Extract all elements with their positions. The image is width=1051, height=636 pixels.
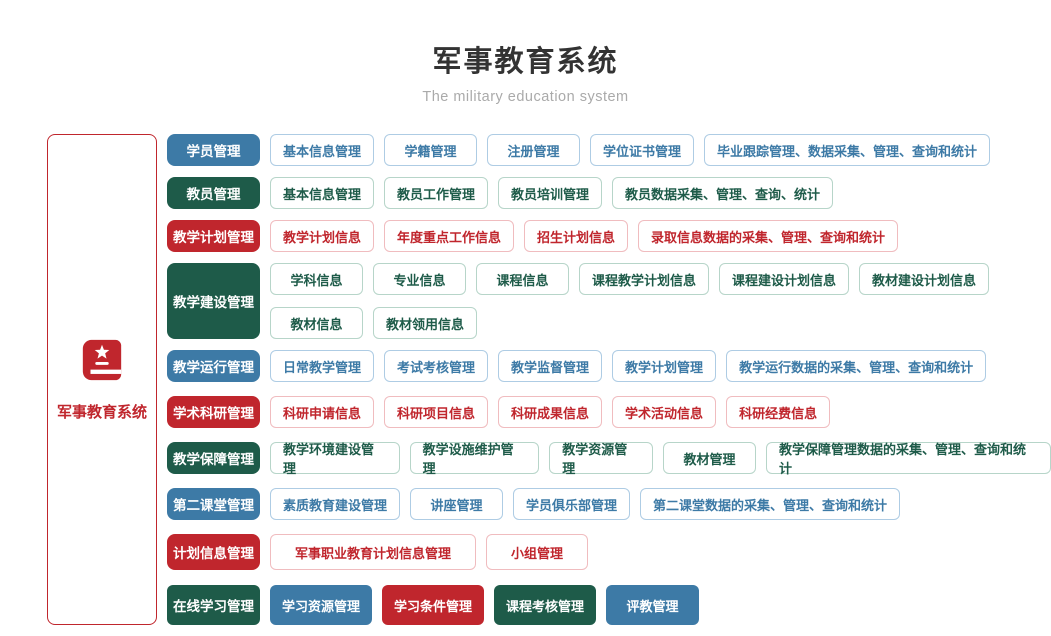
item-research-project-info[interactable]: 科研项目信息 — [384, 396, 489, 428]
item-textbook-info[interactable]: 教材信息 — [270, 307, 363, 339]
item-lecture-management[interactable]: 讲座管理 — [410, 488, 504, 520]
row-teaching-plan-management: 教学计划管理 教学计划信息 年度重点工作信息 招生计划信息 录取信息数据的采集、… — [167, 220, 1051, 252]
root-node-label: 军事教育系统 — [56, 403, 147, 421]
category-academic-research-management[interactable]: 学术科研管理 — [167, 396, 260, 428]
category-teaching-support-management[interactable]: 教学保障管理 — [167, 442, 260, 474]
row-academic-research-management: 学术科研管理 科研申请信息 科研项目信息 科研成果信息 学术活动信息 科研经费信… — [167, 396, 1051, 428]
row-teaching-construction-management: 教学建设管理 学科信息 专业信息 课程信息 课程教学计划信息 课程建设计划信息 … — [167, 263, 1051, 339]
category-online-learning-management[interactable]: 在线学习管理 — [167, 585, 260, 625]
page-subtitle: The military education system — [422, 89, 629, 105]
item-discipline-info[interactable]: 学科信息 — [270, 263, 363, 295]
item-learning-resource-management[interactable]: 学习资源管理 — [270, 585, 373, 625]
item-faculty-training-management[interactable]: 教员培训管理 — [498, 177, 603, 209]
item-second-classroom-data-collection[interactable]: 第二课堂数据的采集、管理、查询和统计 — [640, 488, 901, 520]
page-header: 军事教育系统 The military education system — [0, 0, 1051, 105]
item-admission-data-collection[interactable]: 录取信息数据的采集、管理、查询和统计 — [638, 220, 899, 252]
item-research-funding-info[interactable]: 科研经费信息 — [726, 396, 831, 428]
item-teaching-evaluation-management[interactable]: 评教管理 — [606, 585, 700, 625]
teaching-construction-line-1: 学科信息 专业信息 课程信息 课程教学计划信息 课程建设计划信息 教材建设计划信… — [270, 263, 990, 295]
item-faculty-work-management[interactable]: 教员工作管理 — [384, 177, 489, 209]
category-teaching-operation-management[interactable]: 教学运行管理 — [167, 350, 260, 382]
row-second-classroom-management: 第二课堂管理 素质教育建设管理 讲座管理 学员俱乐部管理 第二课堂数据的采集、管… — [167, 488, 1051, 520]
item-group-management[interactable]: 小组管理 — [486, 534, 589, 570]
row-teaching-support-management: 教学保障管理 教学环境建设管理 教学设施维护管理 教学资源管理 教材管理 教学保… — [167, 442, 1051, 476]
item-teaching-resource-management[interactable]: 教学资源管理 — [549, 442, 653, 476]
item-teaching-supervision-management[interactable]: 教学监督管理 — [498, 350, 603, 382]
item-course-construction-plan-info[interactable]: 课程建设计划信息 — [719, 263, 850, 295]
item-basic-info-management[interactable]: 基本信息管理 — [270, 177, 375, 209]
category-second-classroom-management[interactable]: 第二课堂管理 — [167, 488, 260, 520]
category-teaching-plan-management[interactable]: 教学计划管理 — [167, 220, 260, 252]
item-military-vocational-education-plan[interactable]: 军事职业教育计划信息管理 — [270, 534, 477, 570]
item-teaching-support-data-collection[interactable]: 教学保障管理数据的采集、管理、查询和统计 — [765, 442, 1051, 476]
item-graduate-tracking-data[interactable]: 毕业跟踪管理、数据采集、管理、查询和统计 — [704, 134, 991, 166]
item-exam-assessment-management[interactable]: 考试考核管理 — [384, 350, 489, 382]
root-node-military-education-system[interactable]: 军事教育系统 — [47, 134, 157, 625]
item-research-application-info[interactable]: 科研申请信息 — [270, 396, 375, 428]
item-basic-info-management[interactable]: 基本信息管理 — [270, 134, 375, 166]
teaching-construction-line-2: 教材信息 教材领用信息 — [270, 307, 989, 339]
book-star-icon — [79, 338, 125, 389]
item-teaching-facility-maintenance[interactable]: 教学设施维护管理 — [409, 442, 540, 476]
item-learning-condition-management[interactable]: 学习条件管理 — [382, 585, 485, 625]
category-teaching-construction-management[interactable]: 教学建设管理 — [167, 263, 260, 339]
item-student-club-management[interactable]: 学员俱乐部管理 — [513, 488, 631, 520]
item-teaching-plan-management[interactable]: 教学计划管理 — [612, 350, 717, 382]
item-degree-certificate-management[interactable]: 学位证书管理 — [590, 134, 695, 166]
item-textbook-management[interactable]: 教材管理 — [662, 442, 756, 474]
item-academic-activity-info[interactable]: 学术活动信息 — [612, 396, 717, 428]
category-student-management[interactable]: 学员管理 — [167, 134, 260, 166]
diagram-root: 军事教育系统 学员管理 基本信息管理 学籍管理 注册管理 学位证书管理 毕业跟踪… — [0, 105, 1051, 636]
row-student-management: 学员管理 基本信息管理 学籍管理 注册管理 学位证书管理 毕业跟踪管理、数据采集… — [167, 134, 1051, 166]
item-registration-management[interactable]: 注册管理 — [487, 134, 581, 166]
item-student-status-management[interactable]: 学籍管理 — [384, 134, 478, 166]
item-textbook-construction-plan-info[interactable]: 教材建设计划信息 — [859, 263, 990, 295]
row-teaching-operation-management: 教学运行管理 日常教学管理 考试考核管理 教学监督管理 教学计划管理 教学运行数… — [167, 350, 1051, 382]
item-quality-education-construction[interactable]: 素质教育建设管理 — [270, 488, 401, 520]
item-teaching-operation-data-collection[interactable]: 教学运行数据的采集、管理、查询和统计 — [726, 350, 987, 382]
item-annual-key-work-info[interactable]: 年度重点工作信息 — [384, 220, 515, 252]
item-enrollment-plan-info[interactable]: 招生计划信息 — [524, 220, 629, 252]
item-course-info[interactable]: 课程信息 — [476, 263, 569, 295]
item-course-teaching-plan-info[interactable]: 课程教学计划信息 — [579, 263, 710, 295]
row-online-learning-management: 在线学习管理 学习资源管理 学习条件管理 课程考核管理 评教管理 — [167, 585, 1051, 625]
row-faculty-management: 教员管理 基本信息管理 教员工作管理 教员培训管理 教员数据采集、管理、查询、统… — [167, 177, 1051, 209]
item-teaching-plan-info[interactable]: 教学计划信息 — [270, 220, 375, 252]
module-rows: 学员管理 基本信息管理 学籍管理 注册管理 学位证书管理 毕业跟踪管理、数据采集… — [167, 134, 1051, 636]
category-plan-info-management[interactable]: 计划信息管理 — [167, 534, 260, 570]
item-course-assessment-management[interactable]: 课程考核管理 — [494, 585, 597, 625]
item-daily-teaching-management[interactable]: 日常教学管理 — [270, 350, 375, 382]
page-title: 军事教育系统 — [432, 46, 619, 78]
teaching-construction-items: 学科信息 专业信息 课程信息 课程教学计划信息 课程建设计划信息 教材建设计划信… — [270, 263, 990, 339]
item-research-achievement-info[interactable]: 科研成果信息 — [498, 396, 603, 428]
item-textbook-requisition-info[interactable]: 教材领用信息 — [373, 307, 478, 339]
item-major-info[interactable]: 专业信息 — [373, 263, 466, 295]
row-plan-info-management: 计划信息管理 军事职业教育计划信息管理 小组管理 — [167, 534, 1051, 570]
item-teaching-environment-construction[interactable]: 教学环境建设管理 — [270, 442, 400, 476]
item-faculty-data-collection[interactable]: 教员数据采集、管理、查询、统计 — [612, 177, 834, 209]
category-faculty-management[interactable]: 教员管理 — [167, 177, 260, 209]
